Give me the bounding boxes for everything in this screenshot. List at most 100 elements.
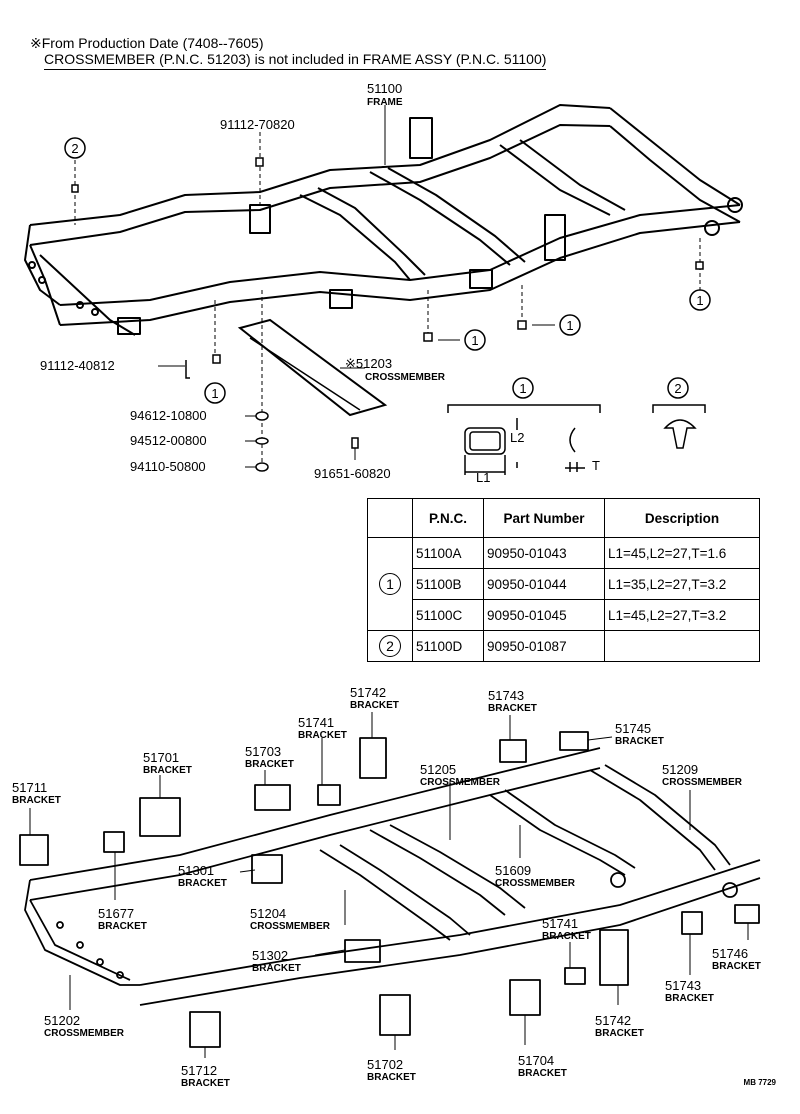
frame-number: 51100 — [367, 81, 402, 96]
production-date-note: ※From Production Date (7408--7605) — [30, 35, 264, 51]
part-label-51302: BRACKET — [252, 963, 301, 974]
frame-assembly-drawing — [24, 104, 743, 336]
table-cell-part: 90950-01087 — [483, 630, 605, 662]
part-label-51202: CROSSMEMBER — [44, 1028, 125, 1039]
part-label-51209: CROSSMEMBER — [662, 777, 743, 788]
part-number-51741: 51741 — [542, 916, 578, 931]
part-label-51743: BRACKET — [488, 703, 537, 714]
part-number-51205: 51205 — [420, 762, 456, 777]
dim-t-label: T — [592, 458, 600, 473]
part-label-51741: BRACKET — [298, 730, 347, 741]
part-number-51742: 51742 — [595, 1013, 631, 1028]
nut-number: 94110-50800 — [130, 459, 206, 474]
table-group-2-cell: 2 — [367, 630, 413, 662]
table-cell-desc — [604, 630, 760, 662]
part-label-51741: BRACKET — [542, 931, 591, 942]
washer-2-number: 94512-00800 — [130, 433, 207, 448]
part-number-51701: 51701 — [143, 750, 179, 765]
circle-2-text-a: 2 — [71, 141, 78, 156]
clip-detail — [447, 404, 706, 475]
part-label-51703: BRACKET — [245, 759, 294, 770]
part-label-51746: BRACKET — [712, 961, 761, 972]
table-cell-pnc: 51100D — [412, 630, 484, 662]
part-label-51609: CROSSMEMBER — [495, 878, 576, 889]
table-header-blank — [367, 498, 413, 538]
table-cell-pnc: 51100B — [412, 568, 484, 600]
part-number-51711: 51711 — [12, 780, 47, 795]
part-number-51204: 51204 — [250, 906, 286, 921]
parts-table: P.N.C. Part Number Description 1 51100A … — [367, 498, 760, 662]
crossmember-51203-label: CROSSMEMBER — [365, 372, 446, 383]
part-label-51711: BRACKET — [12, 795, 61, 806]
bottom-label-group: 51742BRACKET51743BRACKET51745BRACKET5174… — [12, 685, 761, 1089]
circle-1-marker-b — [464, 329, 486, 351]
table-cell-pnc: 51100A — [412, 537, 484, 569]
part-label-51301: BRACKET — [178, 878, 227, 889]
part-label-51204: CROSSMEMBER — [250, 921, 331, 932]
part-label-51677: BRACKET — [98, 921, 147, 932]
table-row: 51100C 90950-01045 L1=45,L2=27,T=3.2 — [368, 599, 760, 631]
part-label-51712: BRACKET — [181, 1078, 230, 1089]
table-header-part-number: Part Number — [483, 498, 605, 538]
part-number-51746: 51746 — [712, 946, 748, 961]
part-number-51743: 51743 — [488, 688, 524, 703]
table-header-row: P.N.C. Part Number Description — [367, 498, 760, 538]
crossmember-exclusion-note: CROSSMEMBER (P.N.C. 51203) is not includ… — [44, 51, 547, 70]
part-number-51202: 51202 — [44, 1013, 80, 1028]
table-header-description: Description — [604, 498, 760, 538]
circle-2-text-b: 2 — [674, 381, 681, 396]
frame-label: FRAME — [367, 97, 403, 108]
bolt-bottom-number: 91651-60820 — [314, 466, 391, 481]
table-cell-part: 90950-01045 — [483, 599, 605, 631]
table-row: 51100B 90950-01044 L1=35,L2=27,T=3.2 — [368, 568, 760, 600]
table-row: 2 51100D 90950-01087 — [367, 630, 760, 662]
table-group-1-cell: 1 — [367, 537, 413, 631]
circle-1-text-b: 1 — [471, 333, 478, 348]
bolt-left-number: 91112-40812 — [40, 358, 115, 373]
circle-1-text-d: 1 — [211, 386, 218, 401]
circle-1-marker-d — [204, 382, 226, 404]
circle-1-text-a: 1 — [696, 293, 703, 308]
part-label-51702: BRACKET — [367, 1072, 416, 1083]
part-number-51712: 51712 — [181, 1063, 217, 1078]
part-number-51301: 51301 — [178, 863, 214, 878]
part-number-51209: 51209 — [662, 762, 698, 777]
circle-1-marker-c — [559, 314, 581, 336]
circle-1-text-e: 1 — [519, 381, 526, 396]
circle-marker-text: 2 1 1 1 1 1 2 — [71, 141, 703, 401]
circle-1-marker-e — [512, 377, 534, 399]
part-label-51742: BRACKET — [595, 1028, 644, 1039]
dim-l2-label: L2 — [510, 430, 524, 445]
table-cell-part: 90950-01044 — [483, 568, 605, 600]
table-cell-desc: L1=45,L2=27,T=3.2 — [604, 599, 760, 631]
part-number-51743: 51743 — [665, 978, 701, 993]
group-2-circle: 2 — [379, 635, 401, 657]
small-parts — [71, 157, 704, 472]
part-number-51741: 51741 — [298, 715, 334, 730]
drawing-reference-code: MB 7729 — [743, 1078, 776, 1087]
part-label-51743: BRACKET — [665, 993, 714, 1004]
exploded-frame-drawing — [19, 731, 761, 1048]
part-number-51302: 51302 — [252, 948, 288, 963]
part-number-51609: 51609 — [495, 863, 531, 878]
bottom-leaders — [29, 712, 749, 1058]
circle-1-marker-a — [689, 289, 711, 311]
washer-1-number: 94612-10800 — [130, 408, 207, 423]
table-header-pnc: P.N.C. — [412, 498, 484, 538]
circle-markers — [64, 137, 711, 404]
part-number-51677: 51677 — [98, 906, 134, 921]
group-1-circle: 1 — [379, 573, 401, 595]
part-label-51701: BRACKET — [143, 765, 192, 776]
part-number-51702: 51702 — [367, 1057, 403, 1072]
table-cell-desc: L1=35,L2=27,T=3.2 — [604, 568, 760, 600]
bolt-top-number: 91112-70820 — [220, 117, 295, 132]
part-label-51742: BRACKET — [350, 700, 399, 711]
crossmember-51203-number: ※51203 — [345, 356, 392, 371]
circle-2-marker-b — [667, 377, 689, 399]
circle-2-marker-a — [64, 137, 86, 159]
top-label-group: 51100 FRAME 91112-70820 91112-40812 ※512… — [40, 81, 600, 485]
part-number-51703: 51703 — [245, 744, 281, 759]
part-label-51704: BRACKET — [518, 1068, 567, 1079]
table-cell-pnc: 51100C — [412, 599, 484, 631]
